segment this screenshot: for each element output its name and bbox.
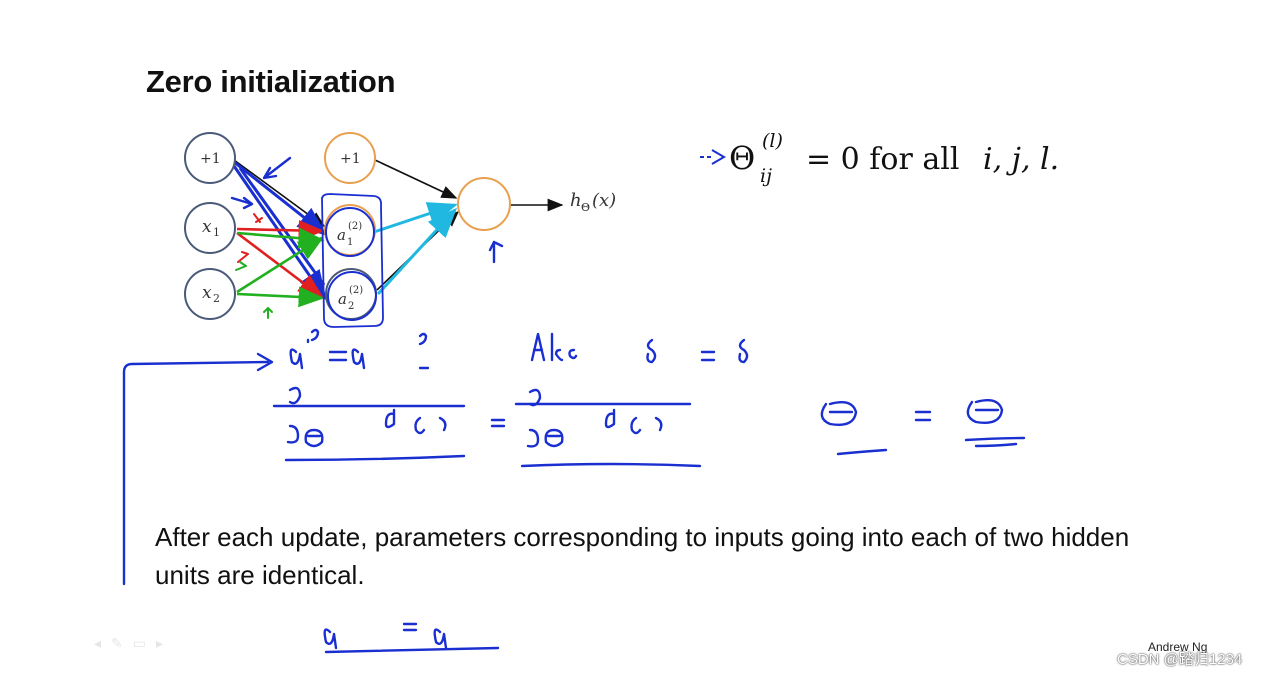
- node-label-a1: a: [337, 226, 346, 244]
- slide-author: Andrew Ng: [1148, 640, 1208, 654]
- node-label-a2-sup: (2): [349, 285, 363, 296]
- node-label-hidden-bias: +1: [340, 151, 361, 167]
- equation-subscript: ij: [760, 165, 772, 187]
- slide-body-text: After each update, parameters correspond…: [155, 522, 1130, 590]
- node-label-a2-sub: 2: [348, 301, 354, 312]
- next-icon[interactable]: ▸: [156, 636, 174, 652]
- slide-title: Zero initialization: [146, 64, 396, 99]
- node-label-x1: x: [202, 217, 212, 237]
- node-hidden-a1-ink: [325, 207, 375, 257]
- node-input-x2: [184, 268, 236, 320]
- output-label-arg: (x): [592, 190, 616, 211]
- node-label-a1-sup: (2): [348, 221, 362, 232]
- node-hidden-a2-ink: [327, 271, 377, 321]
- edges-cyan: [373, 202, 458, 296]
- equation-rest: = 0 for all: [806, 142, 959, 177]
- edges-green: [236, 227, 325, 308]
- equation-pointer-arrow: [700, 149, 726, 165]
- node-label-x1-sub: 1: [213, 226, 220, 239]
- hidden-units-box: [321, 193, 384, 328]
- screen-icon[interactable]: ▭: [132, 636, 156, 652]
- node-label-input-bias: +1: [200, 151, 221, 167]
- equation-vars: i, j, l.: [983, 142, 1059, 177]
- handwritten-colored-ticks: [235, 213, 273, 319]
- edit-icon[interactable]: ✎: [111, 636, 133, 652]
- node-label-x2: x: [202, 283, 212, 303]
- prev-icon[interactable]: ◂: [94, 636, 112, 652]
- node-output: [457, 177, 511, 231]
- equation-superscript: (l): [762, 130, 783, 152]
- csdn-watermark: CSDN @踏归1234: [1117, 651, 1243, 668]
- node-label-a1-sub: 1: [347, 237, 353, 248]
- equation-zero-init: Θ (l) ij = 0 for all i, j, l.: [729, 130, 1059, 187]
- output-label: h: [570, 190, 582, 211]
- output-label-sub: Θ: [581, 201, 590, 214]
- node-label-x2-sub: 2: [213, 292, 220, 305]
- equation-theta: Θ: [729, 139, 755, 177]
- node-label-a2: a: [338, 290, 347, 308]
- node-hidden-bias: [324, 132, 376, 184]
- video-player-controls[interactable]: ◂✎▭▸: [94, 636, 173, 652]
- node-input-x1: [184, 202, 236, 254]
- node-input-bias: [184, 132, 236, 184]
- handwritten-annotations: [122, 156, 1026, 654]
